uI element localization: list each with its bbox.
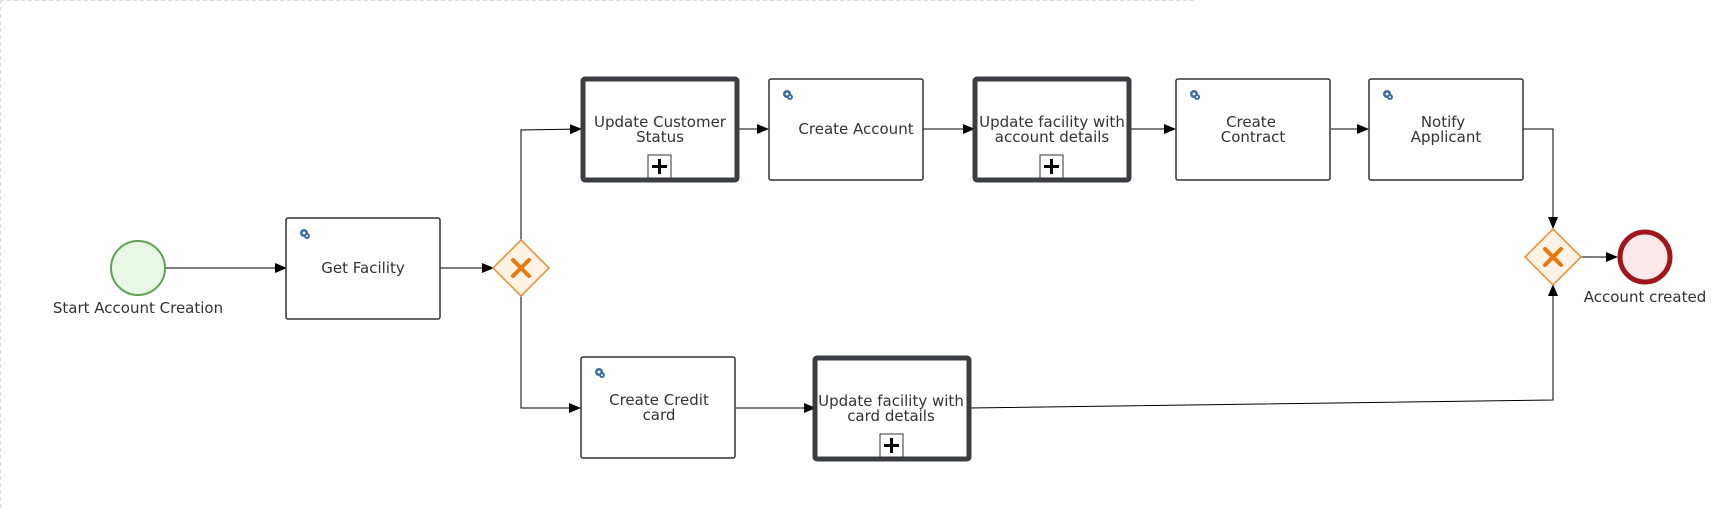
task-create-contract[interactable]: Create Contract [1175,78,1331,181]
task-create-account[interactable]: Create Account [768,78,924,181]
start-event[interactable] [110,240,166,296]
sequence-flows [165,124,1618,413]
subprocess-update-facility-account-line1: Update facility with [979,113,1125,131]
flow-update-card-to-merge-gateway[interactable] [968,284,1558,409]
task-notify-applicant-line2: Applicant [1411,128,1482,146]
exclusive-gateway-icon [511,258,531,278]
task-create-credit-card-line2: card [643,406,676,424]
subprocess-expand-icon[interactable] [879,433,904,458]
service-task-icon [300,229,310,239]
service-task-icon [1383,90,1393,100]
exclusive-gateway-merge[interactable] [1523,227,1583,287]
end-event-label: Account created [1584,288,1706,306]
task-get-facility-label: Get Facility [321,259,405,277]
task-create-account-label: Create Account [798,120,913,138]
subprocess-update-facility-account-line2: account details [995,128,1110,146]
subprocess-update-customer-status-line1: Update Customer [594,113,727,131]
task-create-credit-card[interactable]: Create Credit card [580,356,736,459]
flow-gateway-to-update-customer-status[interactable] [520,124,582,240]
exclusive-gateway-icon [1543,247,1563,267]
subprocess-update-customer-status[interactable]: Update Customer Status [580,76,740,183]
end-event[interactable] [1617,229,1673,285]
subprocess-update-facility-card-line1: Update facility with [818,392,964,410]
subprocess-expand-icon[interactable] [647,154,672,179]
start-event-label: Start Account Creation [53,299,223,317]
service-task-icon [1190,90,1200,100]
service-task-icon [595,368,605,378]
exclusive-gateway-split[interactable] [491,238,551,298]
task-create-contract-line1: Create [1226,113,1276,131]
subprocess-update-customer-status-line2: Status [636,128,684,146]
subprocess-update-facility-card[interactable]: Update facility with card details [812,355,972,462]
task-create-contract-line2: Contract [1221,128,1286,146]
flow-gateway-to-create-credit-card[interactable] [520,296,581,413]
task-create-credit-card-line1: Create Credit [609,391,709,409]
task-notify-applicant-line1: Notify [1421,113,1465,131]
subprocess-update-facility-account[interactable]: Update facility with account details [972,76,1132,183]
task-get-facility[interactable]: Get Facility [285,217,441,320]
subprocess-update-facility-card-line2: card details [847,407,935,425]
task-notify-applicant[interactable]: Notify Applicant [1368,78,1524,181]
subprocess-expand-icon[interactable] [1039,154,1064,179]
flow-notify-to-merge-gateway[interactable] [1523,128,1558,229]
service-task-icon [783,90,793,100]
